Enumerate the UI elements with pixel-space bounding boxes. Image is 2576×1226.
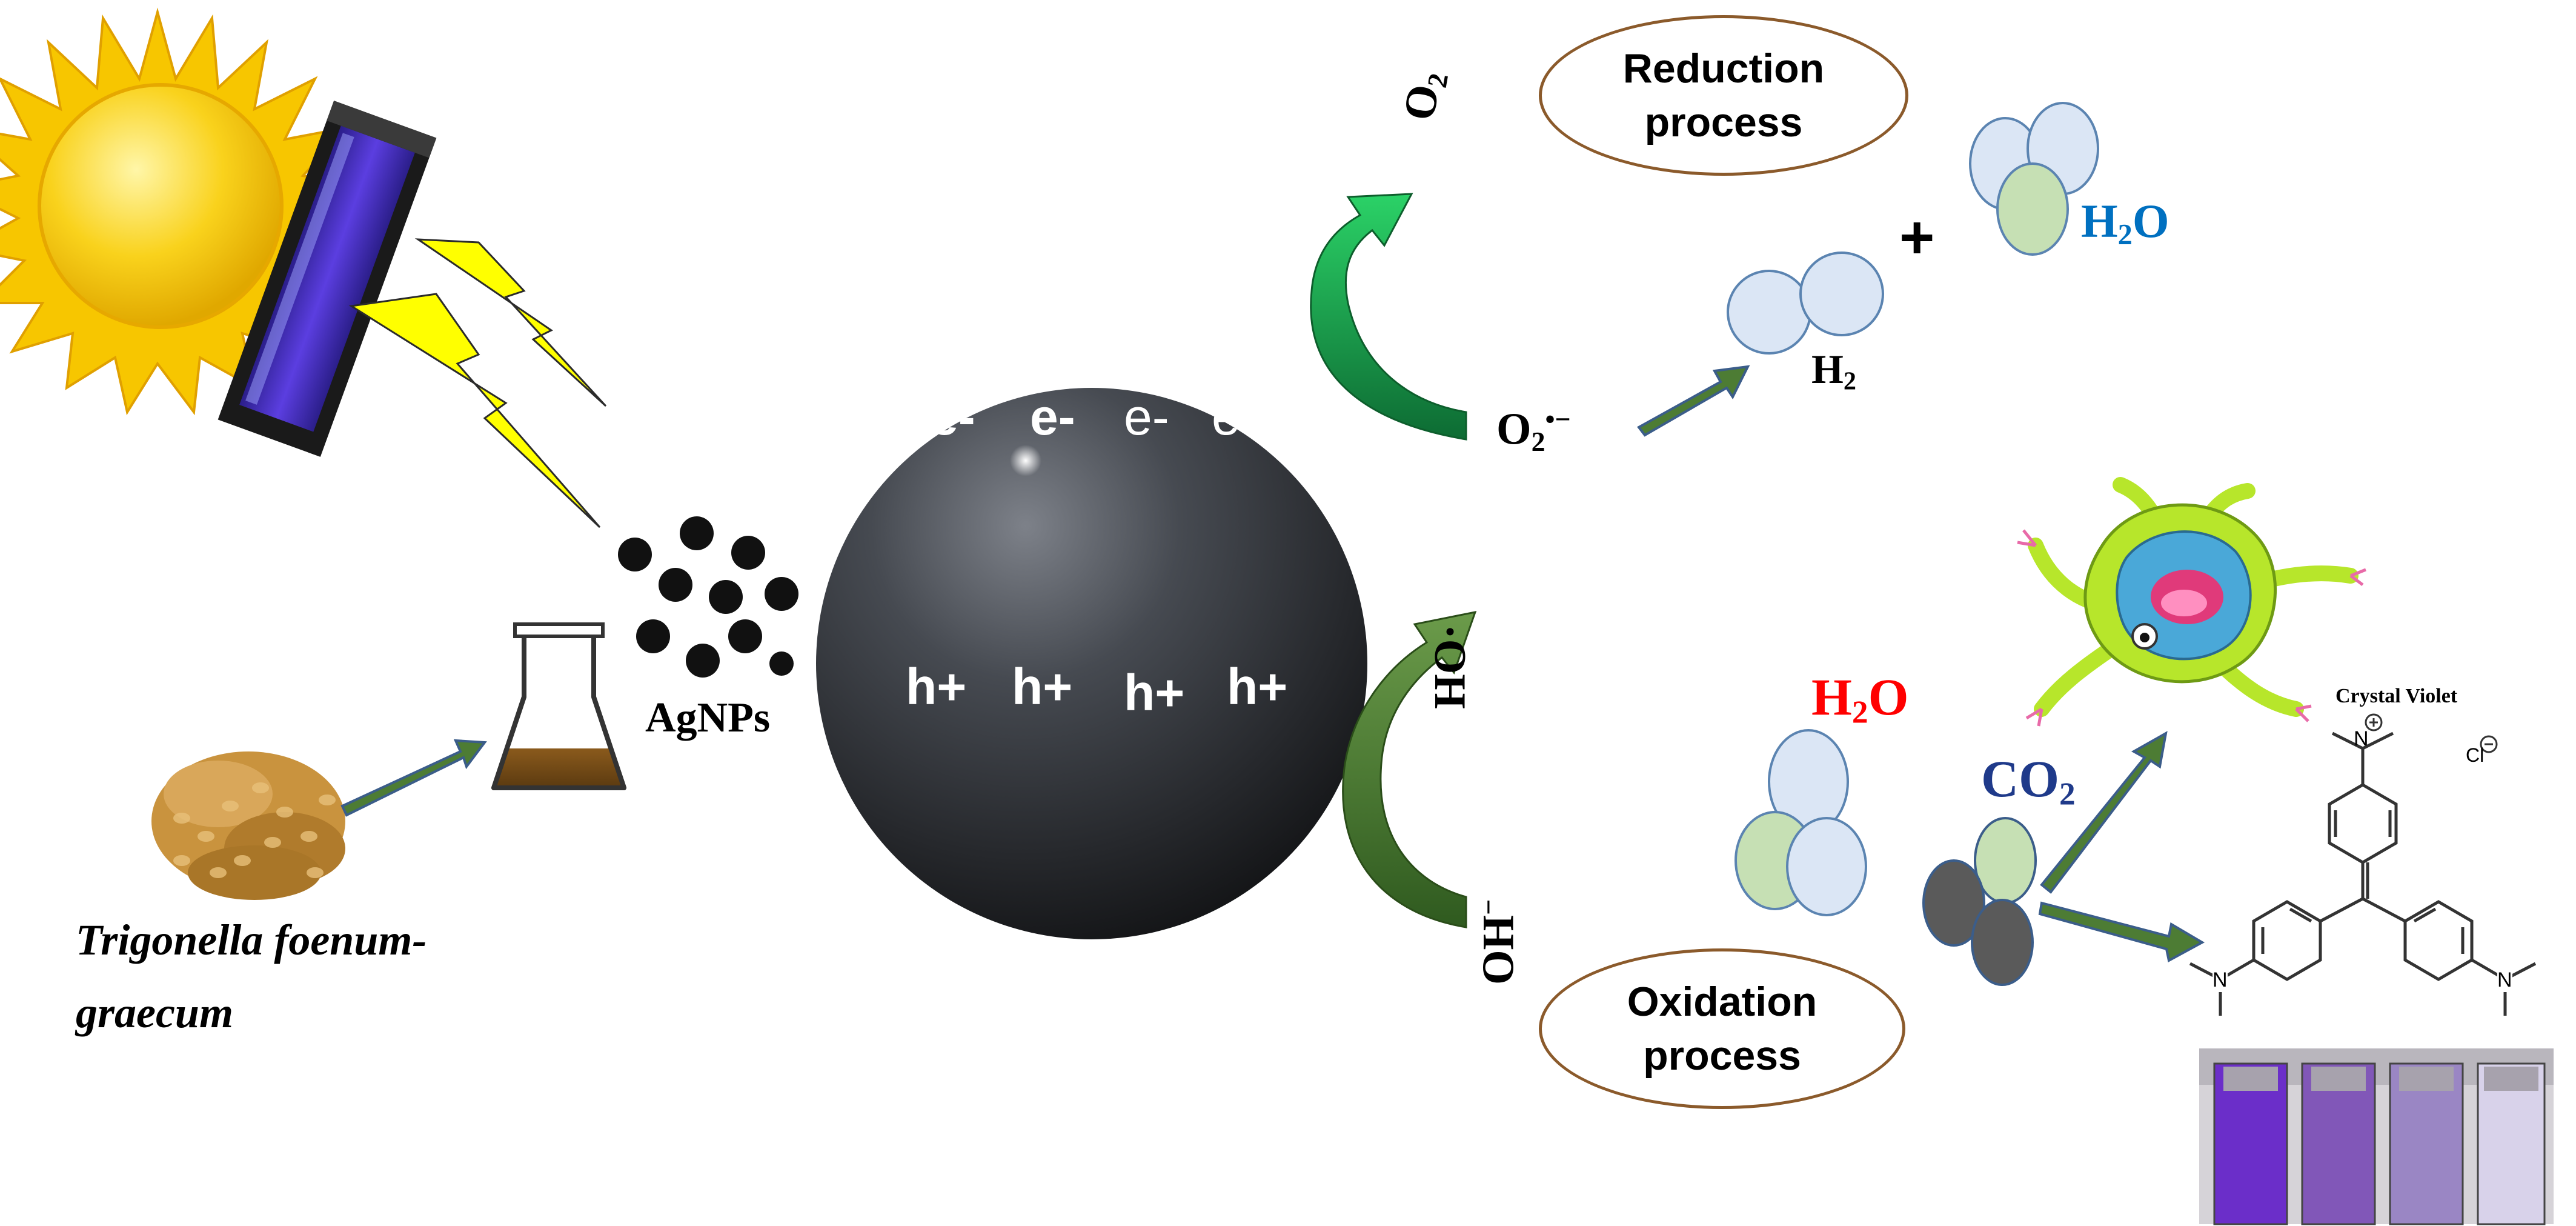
hydroxyl-radical-label: ·OH [1425,624,1475,709]
hole-label-1: h+ [906,658,967,715]
nanoparticle-sphere [816,330,1367,939]
o2-label: O2 [1393,71,1455,124]
lightning-bolt-icon [348,238,607,528]
uv-lamp-icon [217,101,437,457]
electron-label-4: e- [1212,388,1257,445]
reduction-box-line2: process [1644,99,1803,145]
superoxide-label: O2•− [1496,404,1571,458]
hydroxide-label: OH− [1473,899,1524,985]
h2o-molecule-lower-icon [1734,729,1867,916]
oxidation-process-box: Oxidation process [1539,948,1905,1109]
hole-label-2: h+ [1012,658,1073,715]
dye-cuvettes-photo [2199,1048,2554,1225]
co2-molecule-icon [1922,817,2037,986]
agnps-label: AgNPs [645,695,771,741]
plus-sign: + [1899,204,1935,272]
electron-label-2: e- [1030,388,1075,445]
oxidation-box-line1: Oxidation [1627,979,1817,1025]
reduction-process-box: Reduction process [1539,15,1908,176]
h2-label: H2 [1811,346,1856,396]
plant-name-line1: Trigonella foenum- [76,916,427,964]
arrow-superoxide-to-h2 [1636,365,1750,437]
h2o-molecule-icon [1969,102,2099,256]
crystal-violet-title: Crystal Violet [2335,685,2458,707]
nitrogen-right-label: N [2497,968,2512,992]
fenugreek-seeds-icon [151,751,345,900]
arrow-to-bacteria [2040,731,2168,894]
electron-label-1: e- [930,388,975,445]
nitrogen-left-label: N [2213,968,2228,992]
h2o-lower-label: H2O [1811,668,1909,730]
agnp-particles [618,516,798,678]
h2-molecule-icon [1727,252,1884,355]
electron-label-3: e- [1124,388,1169,445]
crystal-violet-structure [2189,731,2537,1016]
arrow-seeds-to-flask [340,739,487,817]
co2-label: CO2 [1981,750,2076,812]
hole-label-4: h+ [1227,658,1288,715]
h2o-top-label: H2O [2081,195,2169,252]
arrow-to-dye [2038,901,2205,963]
hole-label-3: h+ [1124,664,1185,721]
nitrogen-top-label: N [2354,727,2369,750]
plant-name-line2: graecum [76,988,233,1037]
reduction-curved-arrow [1310,193,1467,441]
flask-icon [491,622,626,790]
cation-charge-icon [2365,713,2383,731]
oxidation-box-line2: process [1643,1032,1801,1079]
reduction-box-line1: Reduction [1622,45,1825,92]
oxidation-curved-arrow [1342,611,1477,928]
bacteria-icon [2017,477,2366,727]
anion-charge-icon [2480,735,2498,753]
counter-ion-label: Cl [2466,744,2485,766]
